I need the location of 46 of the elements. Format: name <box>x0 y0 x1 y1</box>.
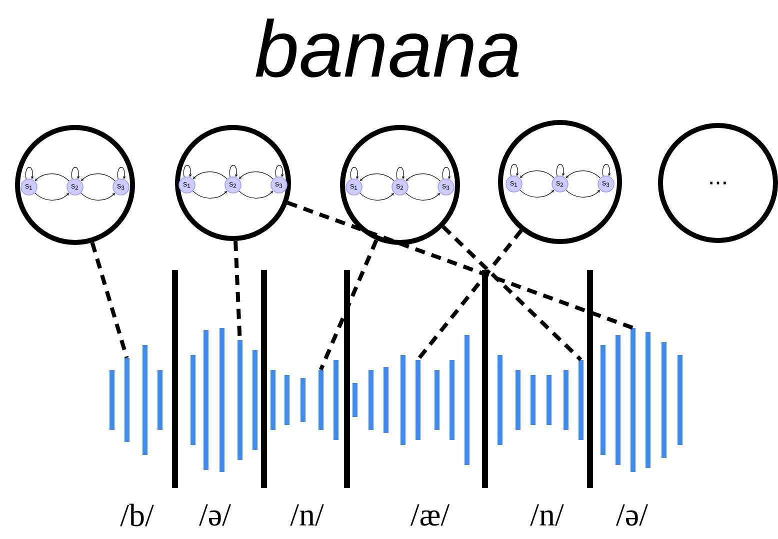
waveform-segment <box>498 355 584 445</box>
waveform-segment <box>190 328 258 472</box>
state-node: s$_{2}$ <box>224 176 242 194</box>
state-node: s$_{1}$ <box>178 176 196 194</box>
dashed-line <box>442 225 582 362</box>
self-loop <box>442 167 451 180</box>
phoneme-label: /æ/ <box>410 504 450 526</box>
dashed-line <box>90 242 129 358</box>
dashed-line <box>416 229 523 362</box>
phoneme-label: /ə/ <box>616 504 648 526</box>
hmm-circle <box>175 125 291 241</box>
hmm-circle <box>15 125 135 245</box>
self-loop <box>350 167 359 180</box>
state-node: s$_{2}$ <box>552 176 568 192</box>
state-node: s$_{3}$ <box>270 176 288 194</box>
state-node: s$_{1}$ <box>346 178 362 196</box>
dashed-line <box>318 239 378 371</box>
self-loop <box>71 167 80 180</box>
waveform-segment <box>352 335 470 465</box>
self-loop <box>117 167 126 180</box>
phoneme-label: /ə/ <box>199 504 231 526</box>
state-node: s$_{2}$ <box>66 178 84 196</box>
waveform-segment <box>110 345 162 455</box>
phoneme-label: /b/ <box>120 504 154 526</box>
self-loop <box>602 164 611 176</box>
phoneme-label: /n/ <box>290 504 324 526</box>
self-loop <box>229 165 238 178</box>
hmm-circle <box>498 120 622 244</box>
self-loop <box>275 165 284 178</box>
dashed-line <box>286 200 634 330</box>
waveform-segment <box>600 328 682 472</box>
self-loop <box>510 164 519 176</box>
hmm-circle <box>340 125 460 245</box>
self-loop <box>25 167 34 180</box>
state-node: s$_{1}$ <box>20 178 38 196</box>
waveform-segment <box>270 360 338 440</box>
state-node: s$_{1}$ <box>506 176 522 192</box>
self-loop <box>556 164 565 176</box>
state-node: s$_{3}$ <box>598 176 614 192</box>
title: banana <box>256 18 519 78</box>
self-loop <box>396 167 405 180</box>
state-node: s$_{3}$ <box>438 178 454 196</box>
self-loop <box>183 165 192 178</box>
state-node: s$_{3}$ <box>112 178 130 196</box>
state-node: s$_{2}$ <box>392 178 408 196</box>
phoneme-label: /n/ <box>530 504 564 526</box>
